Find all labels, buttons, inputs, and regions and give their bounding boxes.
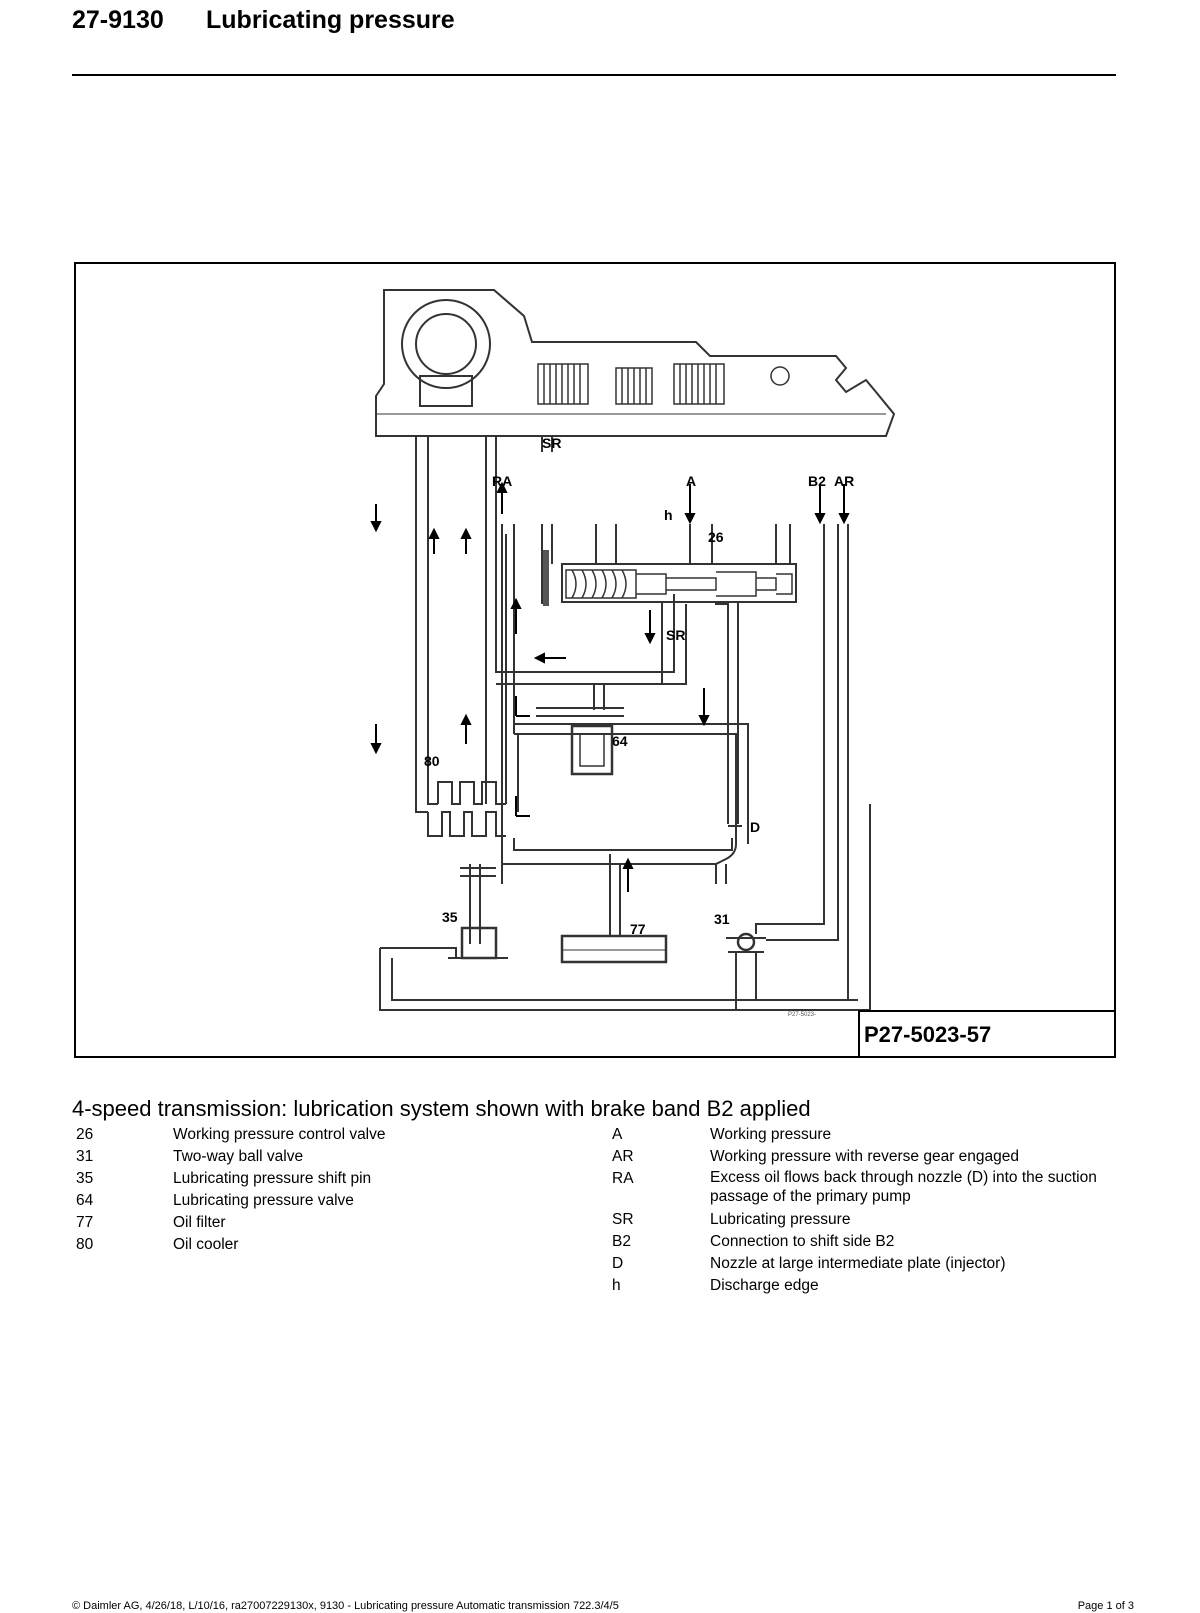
legend-text: Working pressure [710, 1126, 832, 1143]
legend-key: RA [612, 1170, 634, 1187]
page-title: Lubricating pressure [206, 6, 455, 34]
legend-row: h Discharge edge [612, 1275, 1112, 1297]
legend-row: B2 Connection to shift side B2 [612, 1231, 1112, 1253]
legend-row: 31 Two-way ball valve [76, 1146, 596, 1168]
legend-row: SR Lubricating pressure [612, 1209, 1112, 1231]
pressure-control-valve-body [561, 563, 797, 603]
diagram-drawing: SR RA A B2 AR h 26 SR 64 80 D 35 77 31 P… [370, 289, 896, 1018]
label-b2: B2 [808, 473, 826, 489]
label-26: 26 [708, 529, 724, 545]
lubrication-pressure-valve-64 [570, 724, 614, 776]
legend-text: Lubricating pressure shift pin [173, 1170, 372, 1187]
legend-text: Working pressure control valve [173, 1126, 386, 1143]
oil-filter-77 [560, 934, 668, 964]
label-31: 31 [714, 911, 730, 927]
legend-row: A Working pressure [612, 1124, 1112, 1146]
legend-text: Oil filter [173, 1214, 226, 1231]
label-a: A [686, 473, 696, 489]
legend-text: Discharge edge [710, 1277, 819, 1294]
legend-text: Excess oil flows back through nozzle (D)… [710, 1169, 1097, 1205]
label-64: 64 [612, 733, 628, 749]
legend-row: AR Working pressure with reverse gear eng… [612, 1146, 1112, 1168]
valve-spool [636, 571, 793, 597]
label-h: h [664, 507, 673, 523]
legend-key: AR [612, 1148, 634, 1165]
label-ar: AR [834, 473, 854, 489]
cooler-return-line [427, 436, 438, 805]
header-rule [72, 74, 1116, 76]
label-d: D [750, 819, 760, 835]
legend-components: 26 Working pressure control valve 31 Two-w… [76, 1124, 596, 1256]
label-77: 77 [630, 921, 646, 937]
legend-key: 77 [76, 1214, 94, 1231]
oil-cooler-coils [427, 811, 506, 837]
legend-key: 64 [76, 1192, 94, 1209]
figure-caption: 4-speed transmission: lubrication system… [72, 1096, 811, 1121]
legend-text: Connection to shift side B2 [710, 1233, 895, 1250]
footer-copyright: © Daimler AG, 4/26/18, L/10/16, ra270072… [72, 1600, 619, 1612]
label-sr-mid: SR [666, 627, 685, 643]
legend-row: 77 Oil filter [76, 1212, 596, 1234]
figure-reference: P27-5023-57 [858, 1010, 1114, 1056]
legend-key: D [612, 1255, 624, 1272]
legend-text: Two-way ball valve [173, 1148, 304, 1165]
legend-key: B2 [612, 1233, 631, 1250]
legend-key: 35 [76, 1170, 94, 1187]
label-ra: RA [492, 473, 512, 489]
legend-row: 64 Lubricating pressure valve [76, 1190, 596, 1212]
lubrication-valve-seat [536, 684, 624, 717]
page-number: Page 1 of 3 [1077, 1600, 1134, 1612]
torque-converter [401, 299, 491, 389]
legend-row: 35 Lubricating pressure shift pin [76, 1168, 596, 1190]
page-header: 27-9130 Lubricating pressure [72, 6, 455, 35]
valve-spring [571, 569, 627, 599]
hydraulic-diagram: SR RA A B2 AR h 26 SR 64 80 D 35 77 31 P… [74, 262, 1116, 1058]
legend-row: D Nozzle at large intermediate plate (inj… [612, 1253, 1112, 1275]
label-80: 80 [424, 753, 440, 769]
legend-key: 26 [76, 1126, 94, 1143]
clutch-packs [537, 363, 790, 405]
legend-row: RA Excess oil flows back through nozzle (… [612, 1168, 1112, 1209]
legend-key: SR [612, 1211, 634, 1228]
legend-text: Lubricating pressure valve [173, 1192, 354, 1209]
legend-key: A [612, 1126, 623, 1143]
label-35: 35 [442, 909, 458, 925]
legend-text: Lubricating pressure [710, 1211, 851, 1228]
legend-key: h [612, 1277, 621, 1294]
legend-row: 26 Working pressure control valve [76, 1124, 596, 1146]
legend-text: Working pressure with reverse gear engag… [710, 1148, 1020, 1165]
legend-key: 80 [76, 1236, 94, 1253]
document-number: 27-9130 [72, 6, 164, 34]
legend-text: Oil cooler [173, 1236, 239, 1253]
legend-pressures: A Working pressure AR Working pressure wit… [612, 1124, 1112, 1297]
transmission-housing [375, 289, 896, 437]
label-sr-top: SR [542, 435, 561, 451]
ball-valve-31 [736, 932, 756, 952]
legend-text: Nozzle at large intermediate plate (inje… [710, 1255, 1006, 1272]
legend-key: 31 [76, 1148, 94, 1165]
small-figure-reference: P27-5023- [788, 1012, 816, 1018]
legend-row: 80 Oil cooler [76, 1234, 596, 1256]
